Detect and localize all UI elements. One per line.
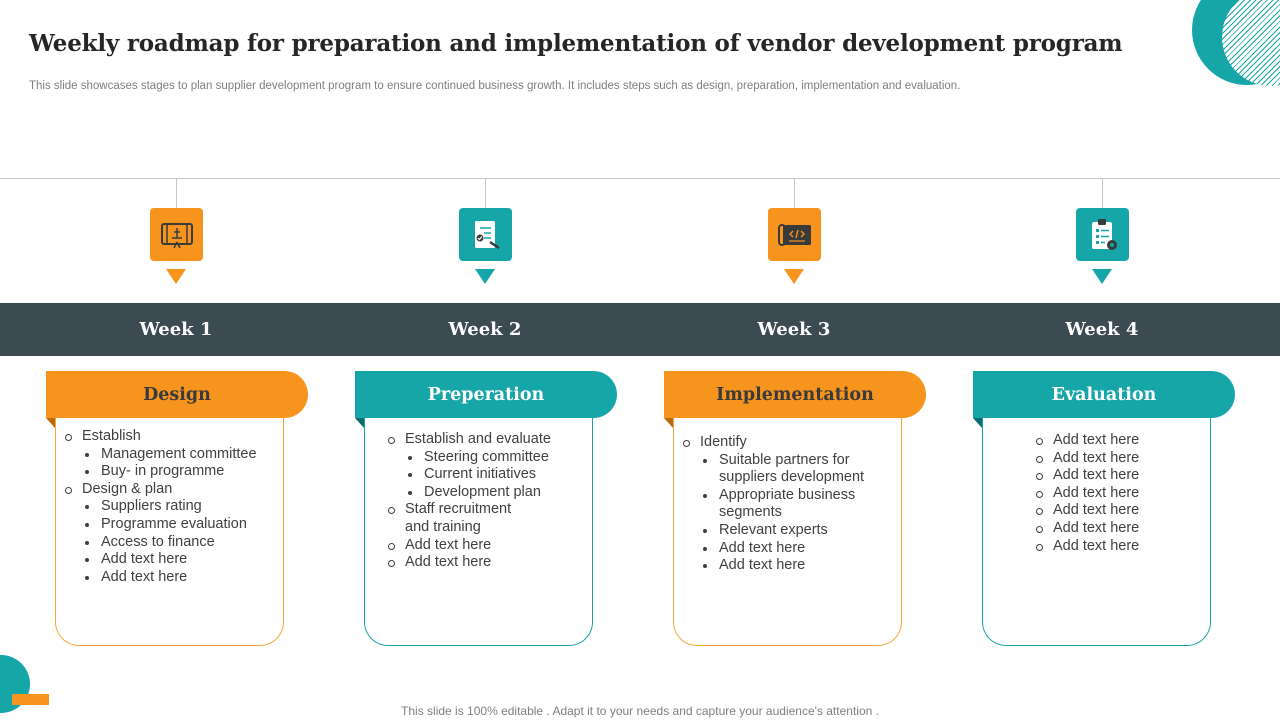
list-item: Add text here — [1034, 520, 1194, 538]
week-4-icon-box — [1076, 208, 1129, 261]
implementation-card-header: Implementation — [664, 371, 926, 418]
corner-decoration-bar — [12, 694, 49, 705]
card-header-fold — [46, 418, 55, 428]
design-card — [55, 412, 284, 646]
list-subitem: Appropriate business segments — [681, 487, 891, 522]
preperation-card-title: Preperation — [427, 384, 545, 405]
weeks-band — [0, 303, 1280, 356]
list-item: Identify — [681, 434, 891, 452]
list-subitem: Suppliers rating — [63, 498, 283, 516]
list-item: Add text here — [1034, 538, 1194, 556]
design-card-header: Design — [46, 371, 308, 418]
evaluation-card-list: Add text here Add text here Add text her… — [1034, 432, 1194, 555]
preperation-card — [364, 412, 593, 646]
list-subitem: Add text here — [63, 569, 283, 587]
timeline-stem — [485, 179, 486, 209]
list-subitem: Add text here — [681, 557, 891, 575]
card-header-fold — [973, 418, 982, 428]
week-4-label: Week 4 — [1065, 319, 1139, 340]
list-item: Establish and evaluate — [386, 431, 586, 449]
implementation-card-list: Identify Suitable partners for suppliers… — [681, 434, 891, 575]
list-subitem: Programme evaluation — [63, 516, 283, 534]
evaluation-card-title: Evaluation — [1051, 384, 1157, 405]
list-item: Add text here — [1034, 485, 1194, 503]
week-3-pointer — [784, 269, 804, 284]
preperation-card-list: Establish and evaluate Steering committe… — [386, 431, 586, 572]
list-item: Add text here — [1034, 450, 1194, 468]
list-subitem: Add text here — [681, 540, 891, 558]
list-subitem: Relevant experts — [681, 522, 891, 540]
list-subitem: Access to finance — [63, 534, 283, 552]
timeline-line — [0, 178, 1280, 179]
week-3-label: Week 3 — [757, 319, 831, 340]
week-1-pointer — [166, 269, 186, 284]
list-subitem: Buy- in programme — [63, 463, 283, 481]
card-header-fold — [355, 418, 364, 428]
code-scroll-icon — [777, 223, 811, 246]
implementation-card-title: Implementation — [716, 384, 874, 405]
week-4-pointer — [1092, 269, 1112, 284]
week-3-icon-box — [768, 208, 821, 261]
list-subitem: Development plan — [386, 484, 586, 502]
list-item: Add text here — [1034, 432, 1194, 450]
preperation-card-header: Preperation — [355, 371, 617, 418]
evaluation-card — [982, 412, 1211, 646]
list-item: Add text here — [386, 537, 586, 555]
slide-title: Weekly roadmap for preparation and imple… — [29, 30, 1123, 57]
implementation-card — [673, 412, 902, 646]
list-item: Establish — [63, 428, 283, 446]
card-header-fold — [664, 418, 673, 428]
list-item: Staff recruitment and training — [386, 501, 525, 536]
timeline-stem — [1102, 179, 1103, 209]
list-subitem: Current initiatives — [386, 466, 586, 484]
evaluation-card-header: Evaluation — [973, 371, 1235, 418]
list-item: Add text here — [386, 554, 586, 572]
week-2-label: Week 2 — [448, 319, 522, 340]
clipboard-settings-icon — [1091, 218, 1117, 250]
blueprint-icon — [160, 222, 193, 248]
corner-decoration-hatched-circle — [1222, 0, 1280, 86]
design-card-list: Establish Management committee Buy- in p… — [63, 428, 283, 586]
week-1-icon-box — [150, 208, 203, 261]
list-item: Add text here — [1034, 467, 1194, 485]
slide-footer: This slide is 100% editable . Adapt it t… — [401, 704, 879, 718]
slide-subtitle: This slide showcases stages to plan supp… — [29, 80, 961, 92]
week-2-pointer — [475, 269, 495, 284]
checklist-document-icon — [474, 220, 500, 249]
timeline-stem — [794, 179, 795, 209]
list-item: Design & plan — [63, 481, 283, 499]
list-subitem: Suitable partners for suppliers developm… — [681, 452, 891, 487]
list-subitem: Steering committee — [386, 449, 586, 467]
list-subitem: Management committee — [63, 446, 283, 464]
week-2-icon-box — [459, 208, 512, 261]
week-1-label: Week 1 — [139, 319, 213, 340]
timeline-stem — [176, 179, 177, 209]
design-card-title: Design — [143, 384, 211, 405]
list-item: Add text here — [1034, 502, 1194, 520]
list-subitem: Add text here — [63, 551, 283, 569]
